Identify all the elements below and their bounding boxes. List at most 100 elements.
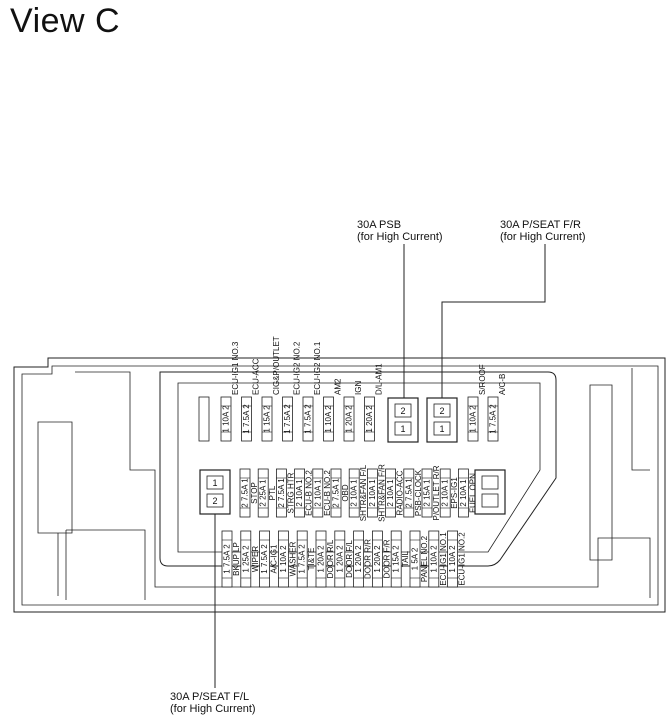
junction-block-inner-outline (21, 365, 659, 606)
fuse-row1r-2-name: A/C-B (498, 374, 507, 395)
callout-30a-pseat-fr: 30A P/SEAT F/R (for High Current) (500, 219, 586, 243)
fuse-row3-13-rating: 1 10A 2 (448, 545, 457, 573)
fuse-row3-2-rating: 1 25A 2 (241, 545, 250, 573)
fuse-panel-inner (177, 382, 541, 553)
fuse-row2-7-rating: 2 10A 1 (350, 479, 359, 507)
fuse-row3-12-name: ECU-IG1 NO.1 (439, 532, 448, 586)
fuse-row3-6-name: DOOR R/L (326, 539, 335, 578)
fuse-row2-11-name: P/OUTLET R/R (432, 465, 441, 520)
housing-left-panel (75, 371, 651, 598)
fuse-row3-2-name: WIPER (251, 546, 260, 572)
fuse-row1-2-rating: 1 7.5A 2 (242, 404, 251, 434)
relay-psb-pin-top: 2 (400, 406, 405, 416)
relay-pseat-fr-pin-top: 2 (439, 406, 444, 416)
fuse-row2-13-name: FUEL OPN (468, 473, 477, 513)
fuse-row1-1: 1 10A 2 ECU-IG1 NO.3 (220, 341, 240, 442)
relay-pseat-fl-pin-bottom: 2 (212, 496, 217, 506)
fuse-row2-5-name: ECU-B NO.2 (323, 470, 332, 516)
fuse-row2-10-rating: 2 7.5A 1 (404, 478, 413, 508)
fuse-row1-1-name: ECU-IG1 NO.3 (231, 341, 240, 395)
fuse-row2-4-rating: 2 10A 1 (295, 479, 304, 507)
relay-spare (474, 469, 506, 515)
housing-right-step (631, 368, 650, 471)
callout-30a-pseat-fr-note: (for High Current) (500, 231, 586, 243)
leader-line-pseat-fr (441, 244, 546, 398)
fuse-row2-2-rating: 2 25A 1 (259, 479, 268, 507)
fuse-row1-3-name: CIG&P/OUTLET (272, 336, 281, 395)
fuse-row3-7-rating: 1 20A 2 (335, 545, 344, 573)
fuse-row1r-1-name: S/ROOF (478, 364, 487, 395)
fuse-row1-8-name: D/L-AM1 (375, 363, 384, 395)
fuse-row2-9-name: RADIO-ACC (396, 470, 405, 515)
fuse-row3-9-name: DOOR F/R (382, 539, 391, 578)
fuse-row3-4-rating: 1 10A 2 (279, 545, 288, 573)
housing-right-slot (589, 384, 613, 561)
callout-30a-psb: 30A PSB (for High Current) (357, 219, 443, 243)
fuse-panel-outline (159, 371, 557, 567)
fuse-row1-2-name: ECU-ACC (252, 358, 261, 395)
fuse-row2-4-name: ECU-B NO.2 (305, 470, 314, 516)
housing-left-step (37, 421, 73, 596)
fuse-row2-1-rating: 2 7.5A 1 (241, 478, 250, 508)
relay-psb: 2 1 (387, 397, 419, 443)
fuse-row1-3-rating: 1 15A 2 (263, 405, 272, 433)
relay-pseat-fr-pin-bottom: 1 (439, 424, 444, 434)
fuse-row1r-1-rating: 1 10A 2 (469, 405, 478, 433)
fuse-row2-10-name: PSB-CLOCK (414, 469, 423, 516)
fuse-row1r-2: 1 7.5A 2A/C-B (487, 374, 507, 442)
fuse-row1-6-rating: 1 10A 2 (324, 405, 333, 433)
fuse-row2-2-name: PTL (268, 485, 277, 500)
fuse-row1-5-name: ECU-IG2 NO.1 (313, 341, 322, 395)
fuse-row2-9-rating: 2 10A 1 (386, 479, 395, 507)
housing-bottom-channel (65, 529, 146, 600)
fuse-row2-6-rating: 2 7.5A 1 (332, 478, 341, 508)
fuse-row3-9-rating: 1 20A 2 (373, 545, 382, 573)
fuse-row1-3: 1 15A 2 CIG&P/OUTLET (261, 336, 281, 442)
fuse-row1-8: 1 20A 2 D/L-AM1 (364, 363, 384, 442)
callout-30a-pseat-fr-label: 30A P/SEAT F/R (500, 219, 581, 231)
fuse-row3-7-name: DOOR F/L (345, 540, 354, 578)
fuse-row2-7-name: SHTR&FAN F/L (359, 464, 368, 521)
fuse-row1r-2-rating: 1 7.5A 2 (489, 404, 498, 434)
fuse-row3-5-rating: 1 7.5A 2 (298, 544, 307, 574)
fuse-row3-8-name: DOOR R/R (364, 539, 373, 579)
fuse-row3-5-name: TI&TE (307, 548, 316, 571)
fuse-row1-4-rating: 1 7.5A 2 (283, 404, 292, 434)
fuse-row2-8-name: SHTR&FAN F/R (377, 464, 386, 522)
fuse-row1-8-rating: 1 20A 2 (365, 405, 374, 433)
fuse-row3-1-rating: 1 7.5A 2 (223, 544, 232, 574)
fuse-row3-6-rating: 1 20A 2 (317, 545, 326, 573)
callout-30a-pseat-fl-label: 30A P/SEAT F/L (170, 691, 250, 703)
fuse-row2-13-rating: 2 10A 1 (459, 479, 468, 507)
relay-pseat-fl-pin-top: 1 (212, 478, 217, 488)
fuse-row3-3-name: A/C-IG1 (270, 544, 279, 573)
fuse-row1-1-rating: 1 10A 2 (222, 405, 231, 433)
